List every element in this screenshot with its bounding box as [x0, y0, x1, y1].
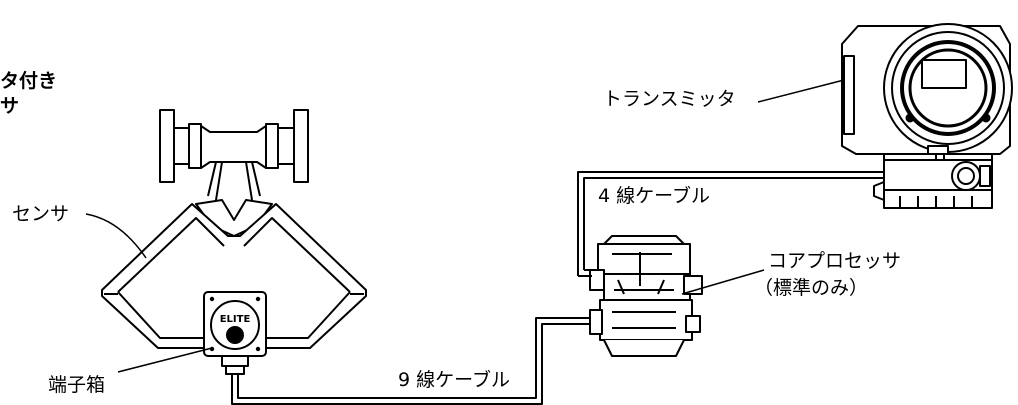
- transmitter-leader: [757, 79, 845, 103]
- junction-box-leader: [117, 347, 213, 373]
- core-processor: [589, 235, 703, 357]
- title-line2: サ: [0, 95, 20, 117]
- sensor-flow-tube: [159, 109, 309, 237]
- nine-wire-cable: [231, 317, 594, 405]
- four-wire-cable-label: 4 線ケーブル: [598, 185, 710, 207]
- core-processor-leader: [681, 269, 765, 295]
- sensor-label: センサ: [12, 203, 70, 225]
- transmitter: [841, 23, 1013, 209]
- sensor-leader: [85, 213, 147, 259]
- leader-lines: [85, 79, 845, 373]
- nine-wire-cable-label: 9 線ケーブル: [398, 369, 510, 391]
- junction-box: [203, 291, 267, 375]
- core-processor-label: コアプロセッサ: [768, 250, 902, 272]
- core-processor-note: （標準のみ）: [754, 277, 869, 299]
- four-wire-cable: [577, 171, 956, 277]
- sensor-housing: [101, 203, 367, 349]
- junction-box-label: 端子箱: [48, 374, 106, 396]
- transmitter-label: トランスミッタ: [603, 88, 736, 110]
- junction-box-logo: ELITE: [220, 314, 251, 325]
- title-line1: タ付き: [0, 70, 58, 92]
